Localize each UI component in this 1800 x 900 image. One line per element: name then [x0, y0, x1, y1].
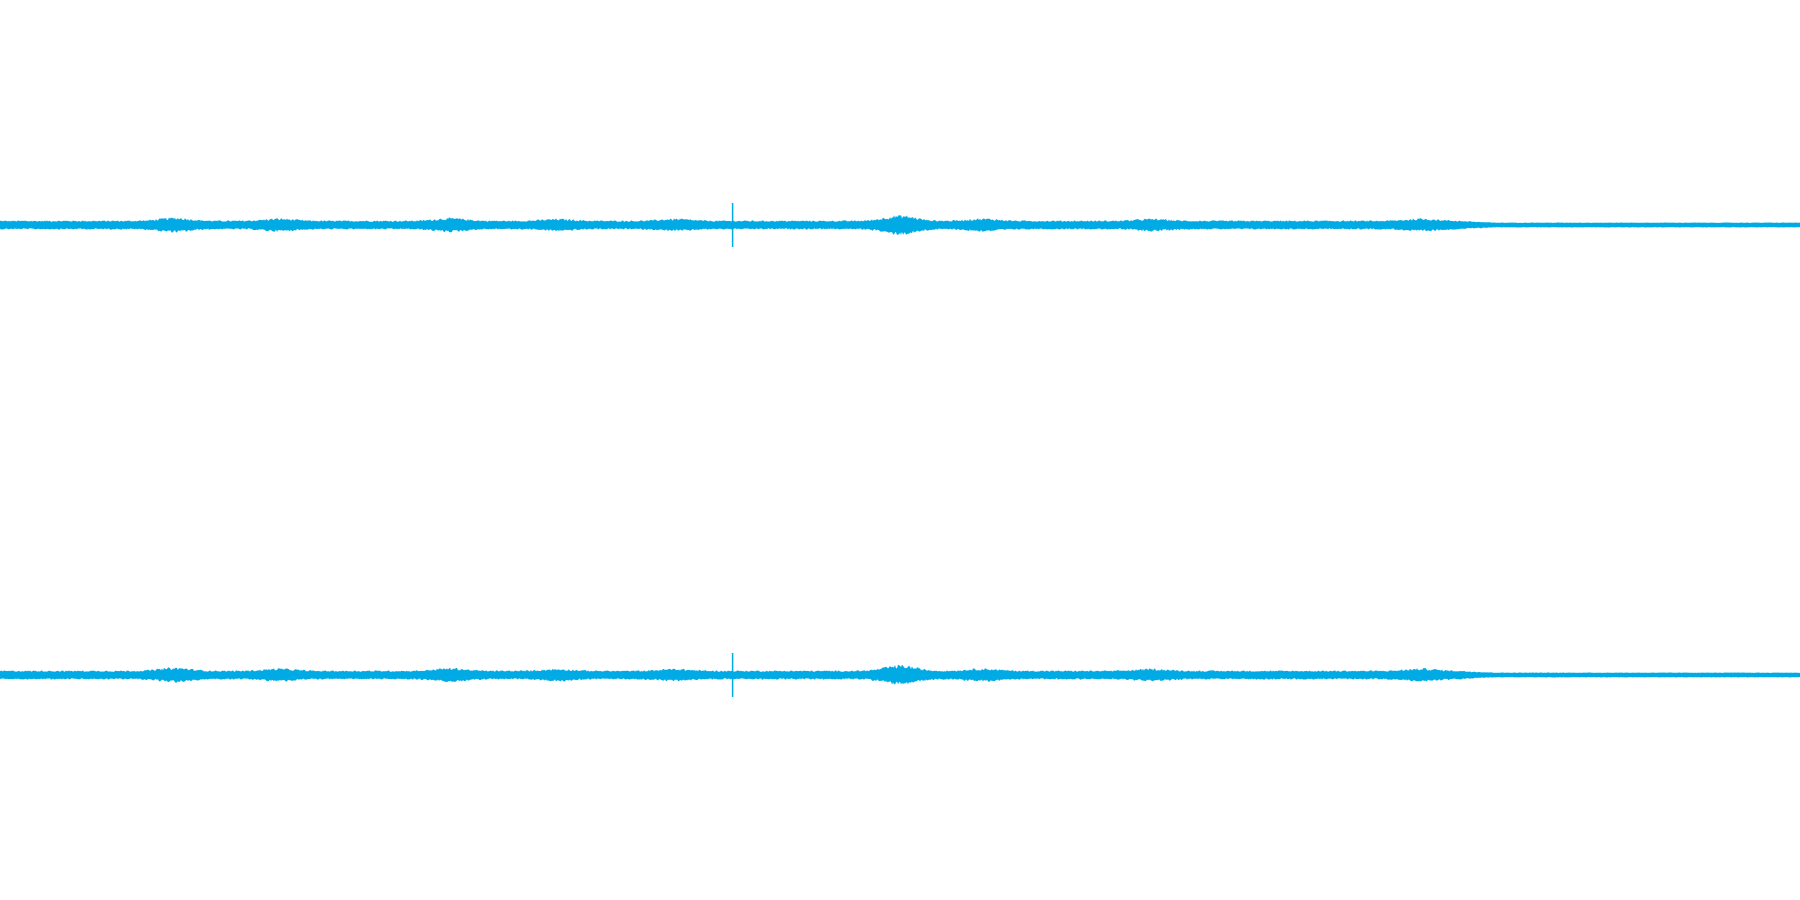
waveform-envelope	[0, 214, 1800, 236]
waveform-envelope	[0, 664, 1800, 685]
waveform-channel-left	[0, 203, 1800, 247]
waveform-channel-right	[0, 653, 1800, 697]
